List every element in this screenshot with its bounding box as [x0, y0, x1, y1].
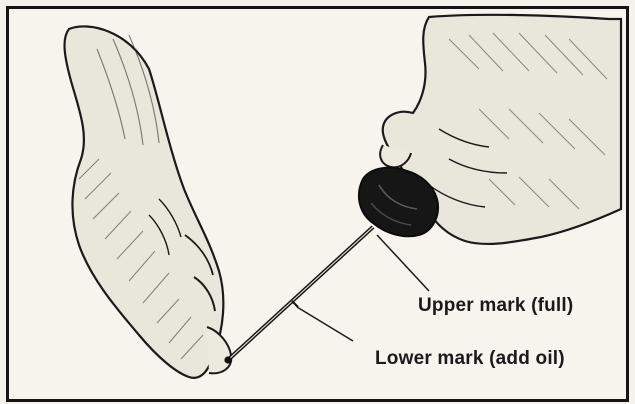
left-hand-icon [65, 26, 232, 377]
lower-mark-label: Lower mark (add oil) [375, 348, 565, 370]
upper-mark-leader-line [377, 235, 429, 291]
upper-mark-label: Upper mark (full) [418, 295, 573, 317]
upper-mark-tick [292, 301, 298, 307]
lower-mark-leader-line [297, 307, 353, 341]
dipstick-illustration [9, 9, 626, 399]
figure-frame: Upper mark (full) Lower mark (add oil) [6, 6, 629, 402]
